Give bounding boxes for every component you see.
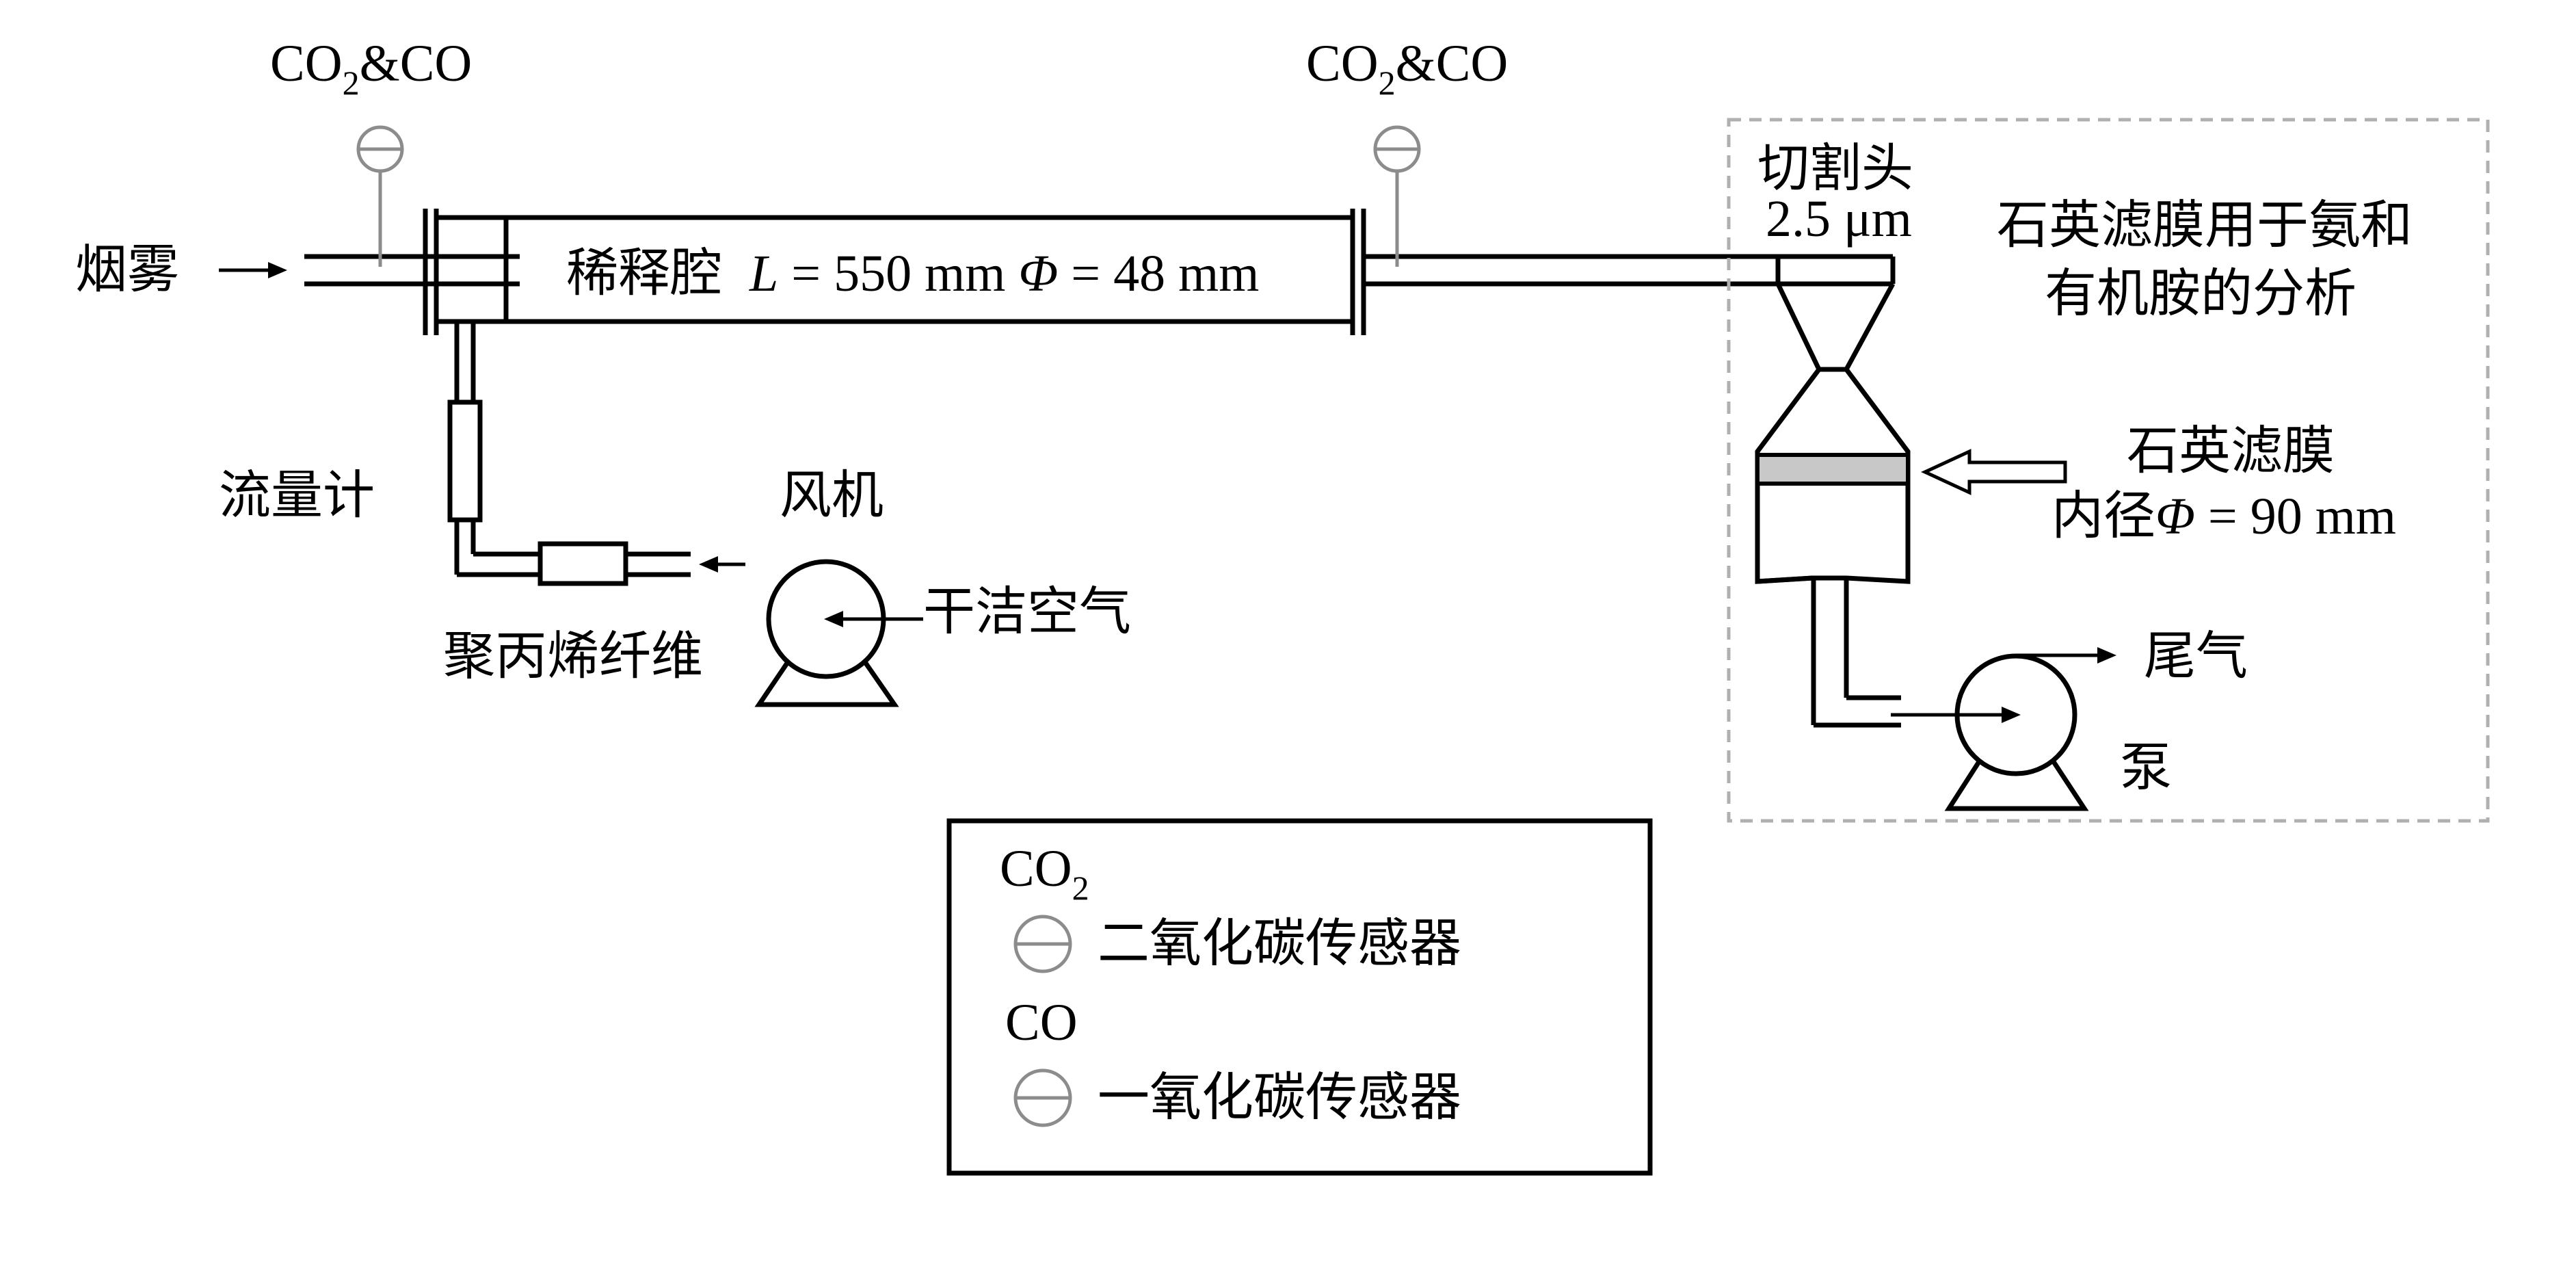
inner-diameter-label: 内径Φ = 90 mm [2051, 488, 2396, 545]
legend-box [946, 818, 1653, 1176]
polypropylene-filter [537, 541, 628, 586]
legend-co-title: CO [1005, 994, 1078, 1051]
pump-label: 泵 [2120, 739, 2172, 797]
filter-holder [1755, 254, 1911, 728]
sensor-left: CO2&CO [270, 35, 472, 267]
quartz-filter [1755, 453, 1910, 486]
legend: CO2 二氧化碳传感器 CO 一氧化碳传感器 [946, 818, 1653, 1176]
inlet-pipe [304, 254, 520, 287]
polypropylene-label: 聚丙烯纤维 [443, 628, 703, 685]
sensor-right: CO2&CO [1306, 35, 1508, 267]
cutter-label-line2: 2.5 μm [1766, 190, 1912, 248]
sensor-left-label: CO2&CO [270, 35, 472, 102]
filter-arrow-icon [1921, 449, 2067, 495]
flowmeter [447, 399, 483, 523]
middle-pipe [1364, 254, 1798, 287]
smoke-label: 烟雾 [75, 241, 179, 299]
quartz-use-line2: 有机胺的分析 [2045, 265, 2356, 323]
fan-icon [699, 556, 923, 707]
flowmeter-branch [447, 322, 691, 586]
quartz-use-line1: 石英滤膜用于氨和 [1997, 197, 2413, 254]
sensor-right-label: CO2&CO [1306, 35, 1508, 102]
legend-co-desc: 一氧化碳传感器 [1098, 1069, 1461, 1127]
sampling-box [1727, 118, 2490, 823]
pump-icon [1891, 647, 2116, 811]
legend-co2-title: CO2 [1000, 840, 1089, 907]
legend-co2-desc: 二氧化碳传感器 [1098, 915, 1461, 973]
flowmeter-label: 流量计 [219, 467, 375, 525]
clean-air-label: 干洁空气 [923, 583, 1131, 641]
cutter-label-line1: 切割头 [1757, 140, 1913, 198]
smoke-arrow [219, 262, 287, 278]
quartz-filter-label: 石英滤膜 [2127, 423, 2335, 480]
fan-label: 风机 [780, 467, 884, 525]
exhaust-label: 尾气 [2144, 628, 2248, 685]
